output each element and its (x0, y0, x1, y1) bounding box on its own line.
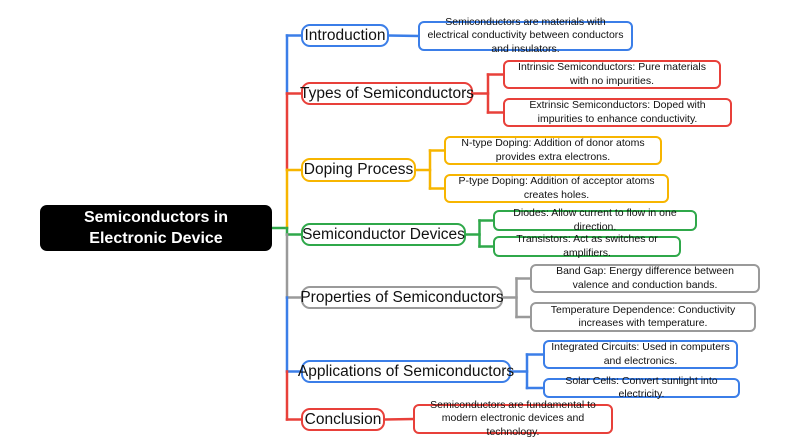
leaf-text: P-type Doping: Addition of acceptor atom… (458, 175, 655, 201)
leaf-text: Semiconductors are materials with electr… (427, 15, 624, 55)
topic-label: Types of Semiconductors (299, 84, 475, 102)
leaf-text: Integrated Circuits: Used in computers a… (551, 341, 730, 367)
root-label: Semiconductors in Electronic Device (83, 209, 229, 247)
leaf-connector (383, 417, 415, 421)
topic-label: Introduction (304, 26, 386, 44)
topic-label: Conclusion (304, 410, 382, 428)
leaf-text: Transistors: Act as switches or amplifie… (516, 233, 658, 259)
leaf-text: Extrinsic Semiconductors: Doped with imp… (529, 99, 706, 125)
topic-label: Doping Process (303, 161, 414, 178)
leaf-introduction-definition[interactable]: Semiconductors are materials with electr… (418, 16, 633, 55)
leaf-solar-cells[interactable]: Solar Cells: Convert sunlight into elect… (543, 375, 740, 400)
leaf-text: Semiconductors are fundamental to modern… (430, 398, 596, 438)
leaf-diodes[interactable]: Diodes: Allow current to flow in one dir… (493, 207, 697, 233)
topic-label: Applications of Semiconductors (297, 362, 515, 380)
leaf-text: N-type Doping: Addition of donor atoms p… (461, 137, 645, 163)
leaf-text: Band Gap: Energy difference between vale… (556, 265, 734, 291)
topic-doping-process[interactable]: Doping Process (301, 158, 416, 182)
leaf-band-gap[interactable]: Band Gap: Energy difference between vale… (530, 264, 760, 293)
topic-applications-of-semiconductors[interactable]: Applications of Semiconductors (297, 360, 515, 383)
leaf-text: Intrinsic Semiconductors: Pure materials… (518, 61, 706, 87)
leaf-n-type-doping[interactable]: N-type Doping: Addition of donor atoms p… (444, 136, 662, 165)
leaf-extrinsic-semiconductors[interactable]: Extrinsic Semiconductors: Doped with imp… (503, 98, 732, 127)
topic-conclusion[interactable]: Conclusion (301, 408, 385, 431)
topic-label: Properties of Semiconductors (300, 288, 504, 306)
topic-properties-of-semiconductors[interactable]: Properties of Semiconductors (300, 286, 504, 309)
topic-semiconductor-devices[interactable]: Semiconductor Devices (301, 223, 466, 246)
leaf-intrinsic-semiconductors[interactable]: Intrinsic Semiconductors: Pure materials… (503, 60, 721, 89)
leaf-temperature-dependence[interactable]: Temperature Dependence: Conductivity inc… (530, 302, 756, 332)
leaf-connector (387, 34, 420, 38)
leaf-integrated-circuits[interactable]: Integrated Circuits: Used in computers a… (543, 340, 738, 369)
topic-label: Semiconductor Devices (302, 225, 465, 243)
topic-introduction[interactable]: Introduction (301, 24, 389, 47)
topic-types-of-semiconductors[interactable]: Types of Semiconductors (299, 82, 475, 105)
leaf-text: Solar Cells: Convert sunlight into elect… (565, 374, 718, 401)
root-node[interactable]: Semiconductors in Electronic Device (40, 205, 272, 251)
leaf-text: Temperature Dependence: Conductivity inc… (550, 303, 736, 330)
leaf-transistors[interactable]: Transistors: Act as switches or amplifie… (493, 233, 681, 259)
leaf-p-type-doping[interactable]: P-type Doping: Addition of acceptor atom… (444, 174, 669, 203)
leaf-conclusion-summary[interactable]: Semiconductors are fundamental to modern… (413, 399, 613, 438)
leaf-text: Diodes: Allow current to flow in one dir… (513, 207, 677, 233)
